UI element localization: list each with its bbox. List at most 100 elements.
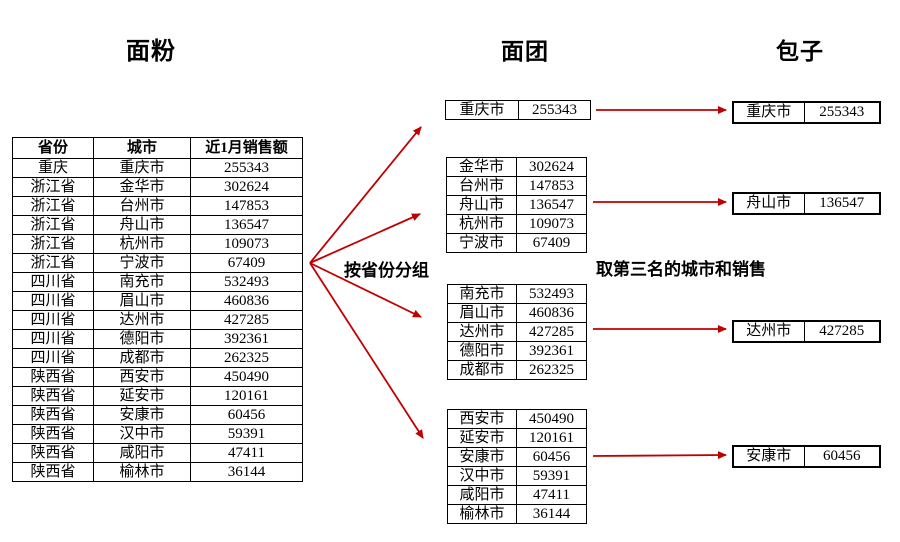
- table-cell: 60456: [803, 445, 881, 468]
- table-cell: 427285: [803, 320, 881, 343]
- table-cell: 136547: [516, 195, 587, 215]
- source-table-header: 省份 城市 近1月销售额: [12, 137, 303, 159]
- title-flour: 面粉: [126, 37, 176, 65]
- table-cell: 450490: [190, 367, 303, 387]
- table-cell: 陕西省: [12, 462, 94, 482]
- table-cell: 陕西省: [12, 424, 94, 444]
- table-cell: 67409: [190, 253, 303, 273]
- table-cell: 台州市: [93, 196, 191, 216]
- table-cell: 南充市: [447, 284, 517, 304]
- table-cell: 陕西省: [12, 405, 94, 425]
- table-cell: 60456: [516, 447, 587, 467]
- label-group-by-province: 按省份分组: [344, 261, 429, 281]
- table-cell: 147853: [190, 196, 303, 216]
- arrow-group-chongqing: [309, 126, 422, 264]
- table-cell: 136547: [190, 215, 303, 235]
- table-cell: 榆林市: [447, 504, 517, 524]
- table-cell: 延安市: [93, 386, 191, 406]
- table-cell: 59391: [190, 424, 303, 444]
- table-cell: 532493: [516, 284, 587, 304]
- table-cell: 262325: [190, 348, 303, 368]
- table-cell: 460836: [190, 291, 303, 311]
- table-cell: 262325: [516, 360, 587, 380]
- table-cell: 浙江省: [12, 196, 94, 216]
- table-cell: 重庆市: [445, 100, 519, 120]
- table-cell: 255343: [518, 100, 591, 120]
- table-cell: 舟山市: [446, 195, 517, 215]
- table-cell: 四川省: [12, 329, 94, 349]
- table-header-row: 省份 城市 近1月销售额: [12, 137, 303, 159]
- table-cell: 浙江省: [12, 177, 94, 197]
- table-cell: 四川省: [12, 348, 94, 368]
- table-cell: 达州市: [447, 322, 517, 342]
- table-cell: 120161: [516, 428, 587, 448]
- table-cell: 延安市: [447, 428, 517, 448]
- table-cell: 西安市: [447, 409, 517, 429]
- table-cell: 450490: [516, 409, 587, 429]
- table-cell: 427285: [516, 322, 587, 342]
- table-cell: 眉山市: [93, 291, 191, 311]
- table-cell: 宁波市: [93, 253, 191, 273]
- table-cell: 达州市: [732, 320, 805, 343]
- table-cell: 舟山市: [93, 215, 191, 235]
- table-cell: 36144: [516, 504, 587, 524]
- table-cell: 四川省: [12, 291, 94, 311]
- label-take-third-city-sales: 取第三名的城市和销售: [596, 260, 766, 280]
- table-cell: 汉中市: [447, 466, 517, 486]
- table-cell: 47411: [190, 443, 303, 463]
- table-cell: 59391: [516, 466, 587, 486]
- table-cell: 成都市: [447, 360, 517, 380]
- table-cell: 460836: [516, 303, 587, 323]
- table-cell: 台州市: [446, 176, 517, 196]
- table-cell: 榆林市: [93, 462, 191, 482]
- table-cell: 咸阳市: [447, 485, 517, 505]
- table-cell: 眉山市: [447, 303, 517, 323]
- table-cell: 陕西省: [12, 386, 94, 406]
- table-cell: 67409: [516, 233, 587, 253]
- table-cell: 109073: [190, 234, 303, 254]
- table-cell: 重庆市: [732, 101, 805, 124]
- table-cell: 109073: [516, 214, 587, 234]
- table-cell: 咸阳市: [93, 443, 191, 463]
- table-cell: 达州市: [93, 310, 191, 330]
- table-cell: 杭州市: [446, 214, 517, 234]
- table-cell: 302624: [190, 177, 303, 197]
- table-cell: 255343: [803, 101, 881, 124]
- table-cell: 浙江省: [12, 234, 94, 254]
- table-cell: 汉中市: [93, 424, 191, 444]
- table-cell: 西安市: [93, 367, 191, 387]
- table-cell: 舟山市: [732, 192, 805, 215]
